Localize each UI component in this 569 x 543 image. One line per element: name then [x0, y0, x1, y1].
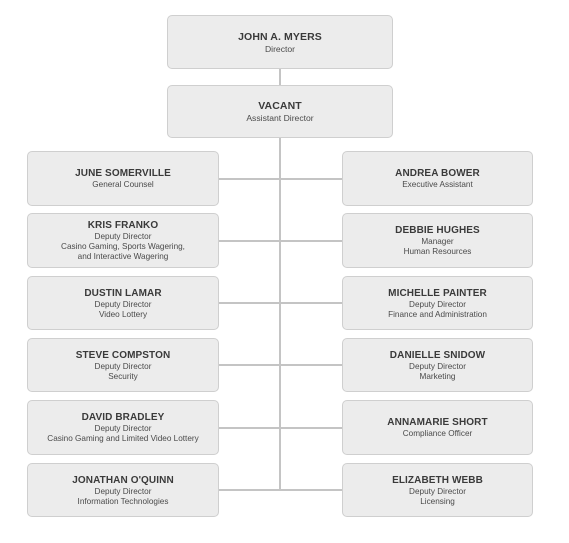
node-information-technologies: JONATHAN O'QUINN Deputy Director Informa… [27, 463, 219, 517]
node-title: Information Technologies [77, 496, 169, 506]
node-finance-administration: MICHELLE PAINTER Deputy Director Finance… [342, 276, 533, 330]
node-casino-gaming-limited-video-lottery: DAVID BRADLEY Deputy Director Casino Gam… [27, 400, 219, 455]
node-title: Assistant Director [246, 113, 314, 123]
node-name: DANIELLE SNIDOW [389, 349, 486, 361]
node-title: Deputy Director [409, 486, 466, 496]
connector-row-4 [219, 364, 342, 366]
connector-row-3 [219, 302, 342, 304]
node-marketing: DANIELLE SNIDOW Deputy Director Marketin… [342, 338, 533, 392]
node-title: Deputy Director [409, 361, 466, 371]
node-name: MICHELLE PAINTER [388, 287, 487, 299]
node-casino-gaming-sports-wagering: KRIS FRANKO Deputy Director Casino Gamin… [27, 213, 219, 268]
node-title: Deputy Director [94, 486, 152, 496]
connector-row-1 [219, 178, 342, 180]
node-title: Compliance Officer [402, 429, 473, 438]
node-assistant-director: VACANT Assistant Director [167, 85, 393, 138]
node-human-resources: DEBBIE HUGHES Manager Human Resources [342, 213, 533, 268]
node-title: General Counsel [92, 180, 154, 189]
node-title: Human Resources [403, 247, 472, 256]
node-title: Deputy Director [94, 424, 152, 433]
node-name: DEBBIE HUGHES [395, 225, 480, 236]
node-name: VACANT [258, 100, 302, 112]
node-title: and Interactive Wagering [77, 252, 169, 261]
node-name: JONATHAN O'QUINN [72, 474, 174, 486]
node-name: KRIS FRANKO [87, 220, 159, 231]
node-title: Finance and Administration [388, 309, 487, 319]
node-title: Deputy Director [94, 361, 152, 371]
node-title: Video Lottery [98, 309, 148, 319]
node-compliance-officer: ANNAMARIE SHORT Compliance Officer [342, 400, 533, 455]
node-title: Executive Assistant [402, 180, 473, 189]
node-title: Marketing [419, 371, 456, 381]
node-title: Deputy Director [409, 299, 466, 309]
node-name: ANDREA BOWER [395, 168, 480, 179]
node-name: STEVE COMPSTON [75, 349, 171, 361]
node-title: Casino Gaming, Sports Wagering, [61, 242, 185, 251]
connector-director-assistant [279, 69, 281, 85]
node-title: Deputy Director [94, 232, 152, 241]
node-title: Director [264, 43, 296, 54]
node-name: DAVID BRADLEY [81, 412, 165, 423]
node-title: Security [108, 371, 138, 381]
node-video-lottery: DUSTIN LAMAR Deputy Director Video Lotte… [27, 276, 219, 330]
connector-row-5 [219, 427, 342, 429]
node-name: DUSTIN LAMAR [84, 287, 162, 299]
node-name: JOHN A. MYERS [238, 30, 322, 43]
node-name: JUNE SOMERVILLE [75, 168, 171, 179]
node-name: ELIZABETH WEBB [392, 474, 483, 486]
node-licensing: ELIZABETH WEBB Deputy Director Licensing [342, 463, 533, 517]
node-title: Manager [421, 237, 454, 246]
node-title: Licensing [420, 496, 455, 506]
connector-row-2 [219, 240, 342, 242]
node-executive-assistant: ANDREA BOWER Executive Assistant [342, 151, 533, 206]
connector-trunk [279, 138, 281, 490]
node-title: Casino Gaming and Limited Video Lottery [47, 434, 199, 443]
node-general-counsel: JUNE SOMERVILLE General Counsel [27, 151, 219, 206]
node-name: ANNAMARIE SHORT [387, 417, 488, 428]
node-security: STEVE COMPSTON Deputy Director Security [27, 338, 219, 392]
node-title: Deputy Director [94, 299, 152, 309]
node-director: JOHN A. MYERS Director [167, 15, 393, 69]
connector-row-6 [219, 489, 342, 491]
